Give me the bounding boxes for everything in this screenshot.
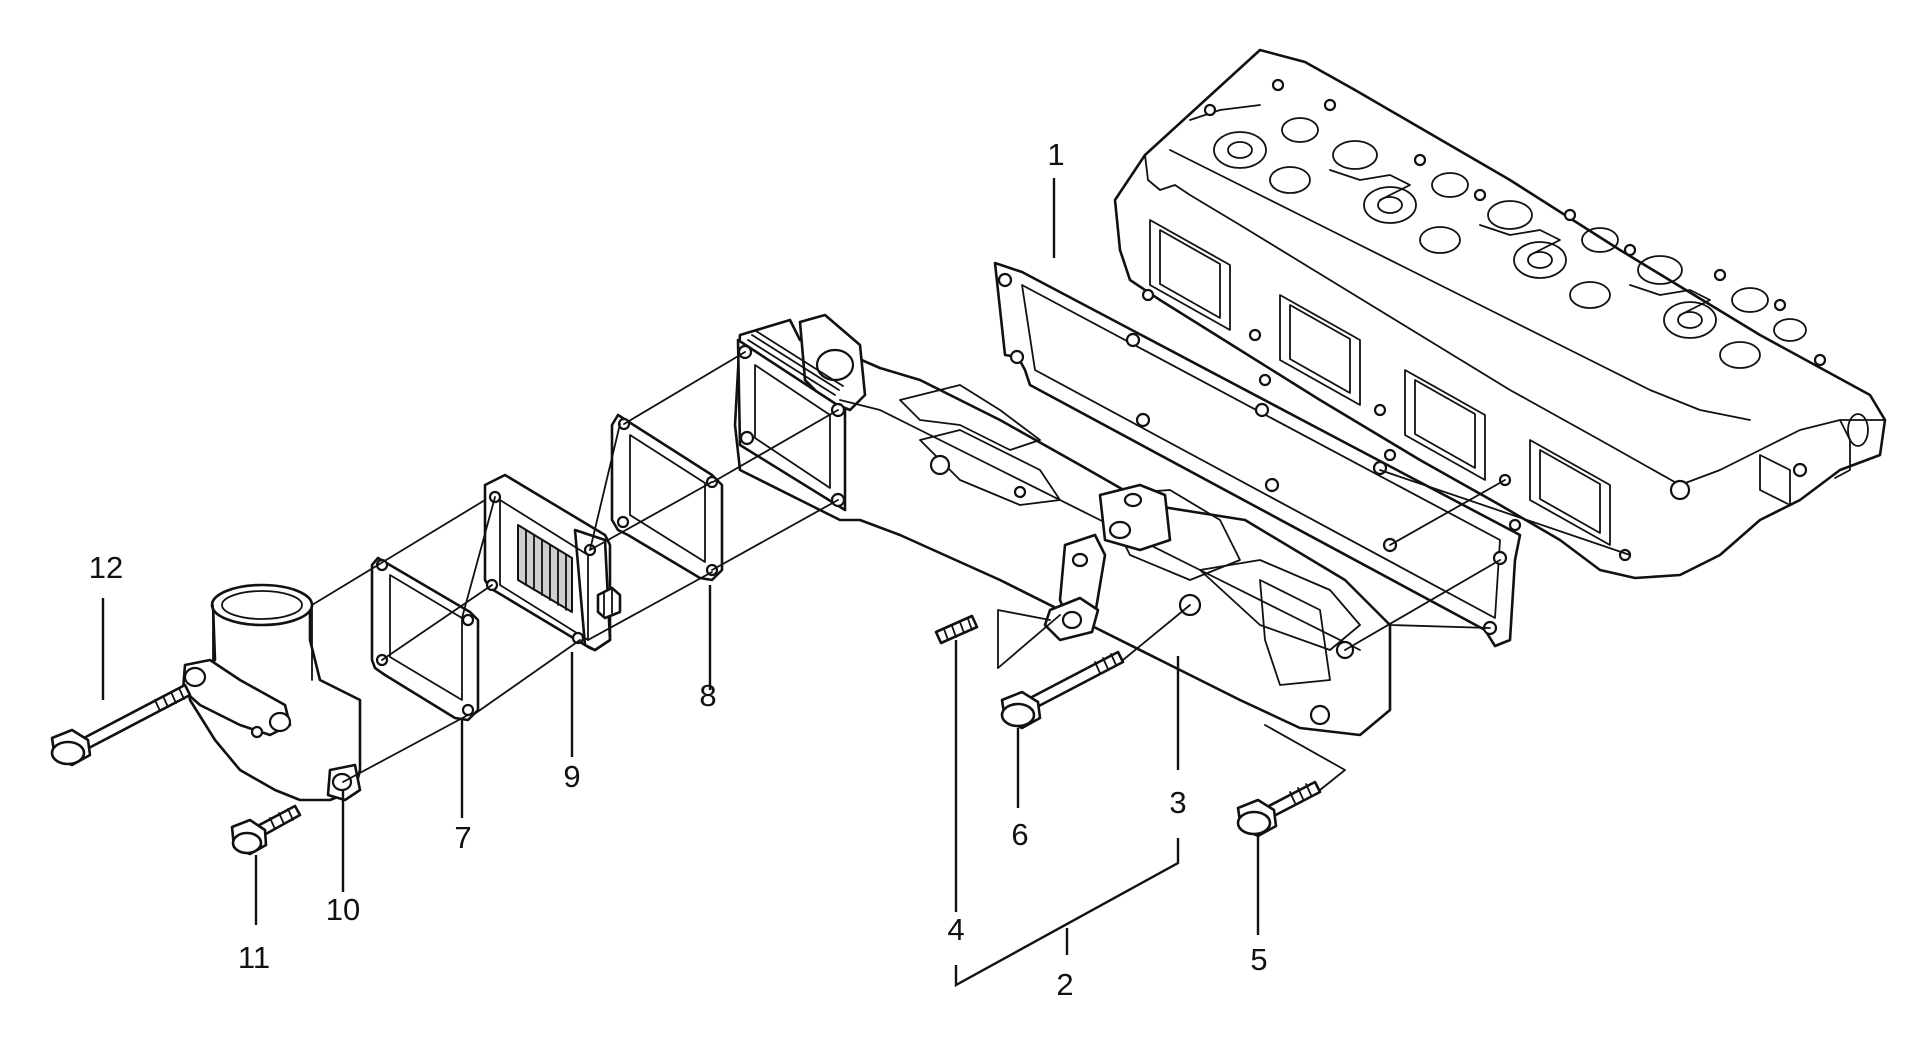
gasket-7 (370, 556, 480, 722)
callout-2: 2 (1056, 967, 1073, 1002)
bolt-12 (50, 683, 192, 767)
callout-4: 4 (947, 912, 964, 947)
leader-lines (101, 178, 1260, 988)
callout-3: 3 (1169, 785, 1186, 820)
callout-9: 9 (563, 759, 580, 794)
intake-elbow (181, 583, 362, 802)
callout-5: 5 (1250, 942, 1267, 977)
callout-labels: 1 2 3 4 5 6 7 8 9 10 11 12 (89, 137, 1268, 1002)
bolt-5 (1236, 780, 1322, 838)
callout-1: 1 (1047, 137, 1064, 172)
callout-11: 11 (238, 940, 270, 975)
alignment-lines (311, 351, 1631, 791)
bolt-11 (230, 804, 302, 856)
callout-7: 7 (454, 820, 471, 855)
callout-12: 12 (89, 550, 123, 585)
stud-4 (934, 614, 979, 645)
cylinder-head (1113, 48, 1887, 580)
callout-8: 8 (699, 678, 716, 713)
callout-10: 10 (326, 892, 360, 927)
intake-manifold-gasket (993, 261, 1522, 648)
intake-heater (483, 473, 622, 652)
callout-6: 6 (1011, 817, 1028, 852)
bolt-6 (1000, 650, 1125, 730)
gasket-8 (610, 413, 724, 582)
